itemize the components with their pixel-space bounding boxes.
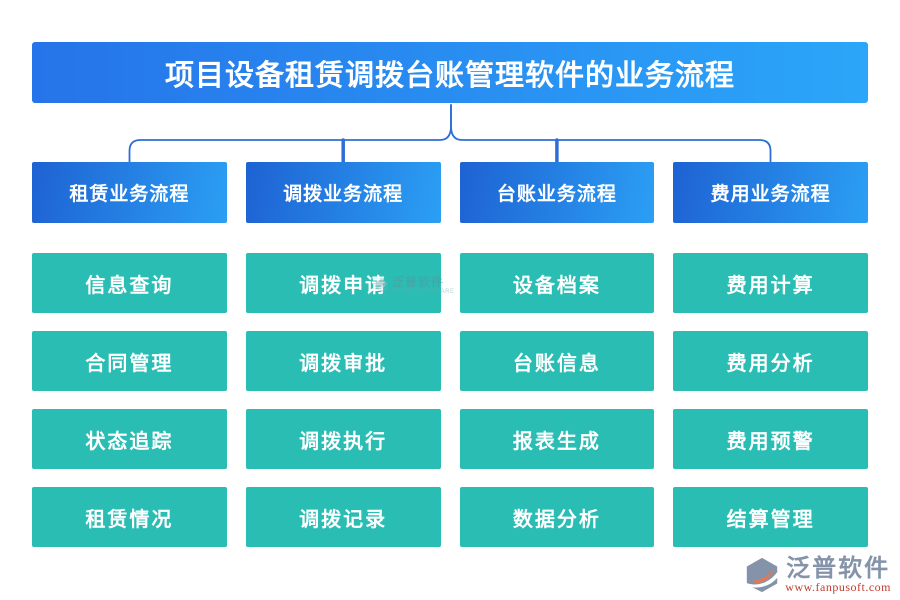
- node-fee-calculation: 费用计算: [673, 253, 868, 313]
- process-columns: 租赁业务流程 信息查询 合同管理 状态追踪 租赁情况 调拨业务流程 调拨申请 调…: [32, 162, 868, 565]
- node-transfer-record: 调拨记录: [245, 487, 441, 547]
- node-transfer-approval: 调拨审批: [245, 331, 441, 391]
- column-fee-flow: 费用业务流程 费用计算 费用分析 费用预警 结算管理: [673, 162, 868, 565]
- node-rental-status: 租赁情况: [32, 487, 227, 547]
- node-transfer-request: 调拨申请: [245, 253, 441, 313]
- node-fee-warning: 费用预警: [673, 409, 868, 469]
- column-ledger-flow: 台账业务流程 设备档案 台账信息 报表生成 数据分析: [459, 162, 655, 565]
- node-info-query: 信息查询: [32, 253, 227, 313]
- node-settlement-management: 结算管理: [673, 487, 868, 547]
- node-equipment-archive: 设备档案: [459, 253, 655, 313]
- fanpu-logo-icon: [747, 557, 778, 593]
- column-rental-flow: 租赁业务流程 信息查询 合同管理 状态追踪 租赁情况: [32, 162, 227, 565]
- header-rental-flow: 租赁业务流程: [32, 162, 227, 223]
- header-ledger-flow: 台账业务流程: [459, 162, 655, 223]
- node-transfer-execution: 调拨执行: [245, 409, 441, 469]
- column-transfer-flow: 调拨业务流程 调拨申请 调拨审批 调拨执行 调拨记录: [245, 162, 441, 565]
- brand-name: 泛普软件: [786, 555, 891, 582]
- node-ledger-info: 台账信息: [459, 331, 655, 391]
- brand-url: www.fanpusoft.com: [785, 580, 891, 595]
- page-title: 项目设备租赁调拨台账管理软件的业务流程: [32, 42, 868, 103]
- header-transfer-flow: 调拨业务流程: [245, 162, 441, 223]
- node-report-generation: 报表生成: [459, 409, 655, 469]
- node-data-analysis: 数据分析: [459, 487, 655, 547]
- node-contract-management: 合同管理: [32, 331, 227, 391]
- node-status-tracking: 状态追踪: [32, 409, 227, 469]
- brand-logo: 泛普软件 www.fanpusoft.com: [743, 556, 891, 594]
- header-fee-flow: 费用业务流程: [673, 162, 868, 223]
- node-fee-analysis: 费用分析: [673, 331, 868, 391]
